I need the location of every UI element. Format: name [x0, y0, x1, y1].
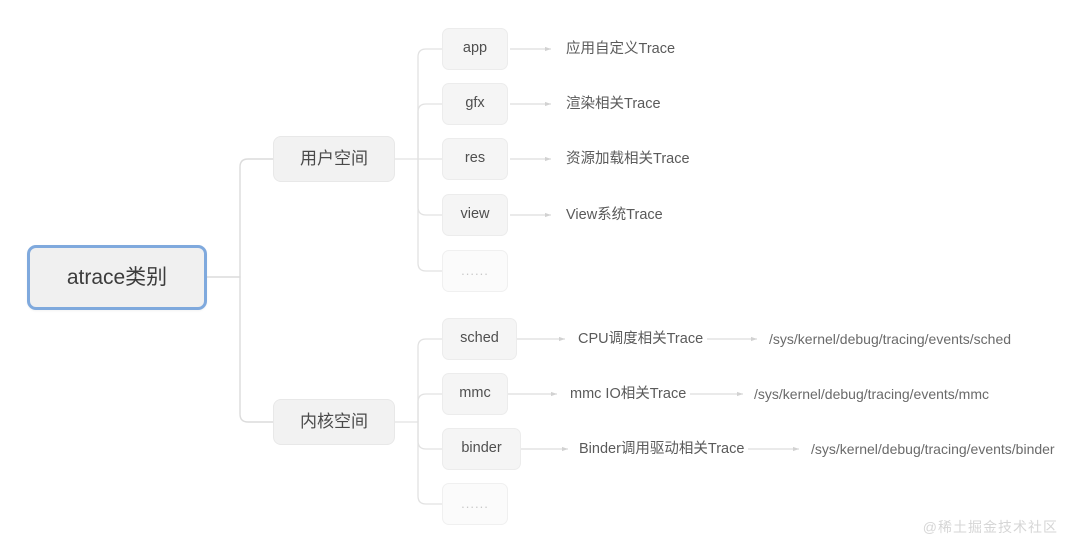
path-mmc: /sys/kernel/debug/tracing/events/mmc — [754, 386, 989, 402]
leaf-node-res[interactable]: res — [442, 138, 508, 180]
description-app: 应用自定义Trace — [566, 41, 676, 57]
leaf-node-label: ...... — [461, 496, 489, 512]
watermark: @稀土掘金技术社区 — [922, 519, 1058, 535]
leaf-node-binder[interactable]: binder — [442, 428, 521, 470]
description-res: 资源加载相关Trace — [566, 151, 690, 167]
description-binder: Binder调用驱动相关Trace — [579, 441, 745, 457]
root-node-label: atrace类别 — [66, 265, 168, 289]
leaf-node-gfx[interactable]: gfx — [442, 83, 508, 125]
leaf-node-sched[interactable]: sched — [442, 318, 517, 360]
leaf-node-label: binder — [461, 440, 502, 457]
leaf-node-app[interactable]: app — [442, 28, 508, 70]
leaf-node-kernel-more[interactable]: ...... — [442, 483, 508, 525]
description-sched: CPU调度相关Trace — [578, 331, 704, 347]
branch-node-label: 用户空间 — [300, 148, 368, 168]
branch-node-kernel-space[interactable]: 内核空间 — [273, 399, 395, 445]
leaf-node-view[interactable]: view — [442, 194, 508, 236]
leaf-node-label: gfx — [465, 95, 485, 112]
path-sched: /sys/kernel/debug/tracing/events/sched — [769, 331, 1012, 347]
description-gfx: 渲染相关Trace — [566, 96, 661, 112]
leaf-node-label: view — [460, 206, 490, 223]
leaf-node-mmc[interactable]: mmc — [442, 373, 508, 415]
branch-node-user-space[interactable]: 用户空间 — [273, 136, 395, 182]
leaf-node-label: mmc — [459, 385, 491, 402]
path-binder: /sys/kernel/debug/tracing/events/binder — [811, 441, 1055, 457]
leaf-node-label: res — [464, 150, 486, 167]
description-mmc: mmc IO相关Trace — [570, 386, 687, 402]
leaf-node-label: sched — [460, 330, 499, 347]
branch-node-label: 内核空间 — [300, 411, 368, 431]
root-node[interactable]: atrace类别 — [27, 245, 207, 310]
description-view: View系统Trace — [566, 207, 663, 223]
leaf-node-user-more[interactable]: ...... — [442, 250, 508, 292]
leaf-node-label: app — [462, 40, 488, 57]
leaf-node-label: ...... — [461, 263, 489, 279]
